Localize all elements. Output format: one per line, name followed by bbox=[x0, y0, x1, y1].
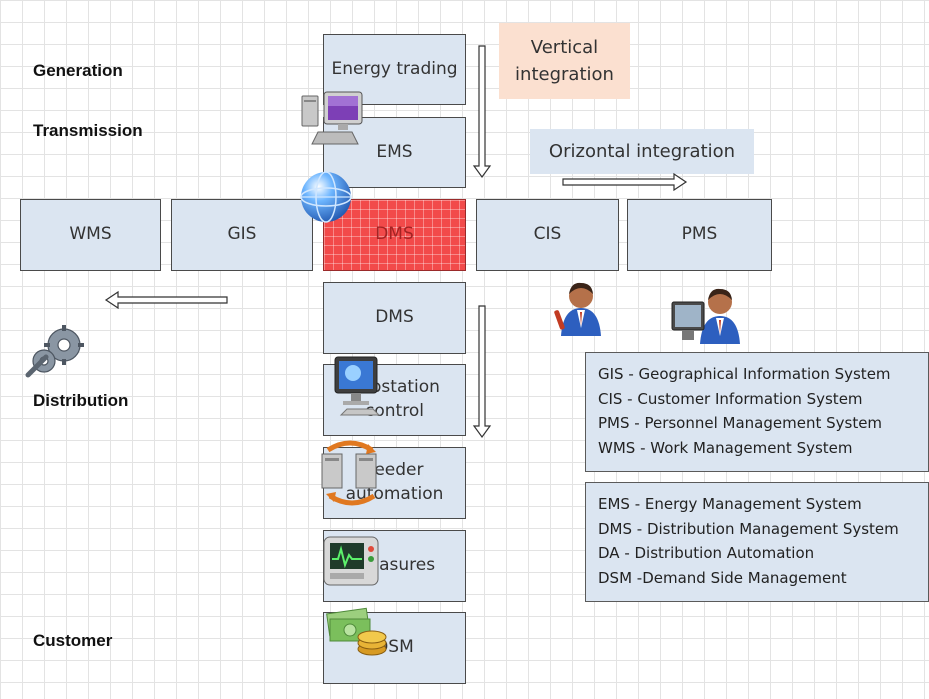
box-dms-highlight: DMS bbox=[323, 199, 466, 271]
monitor-icon bbox=[334, 356, 381, 416]
globe-icon bbox=[300, 171, 352, 223]
box-cis: CIS bbox=[476, 199, 619, 271]
box-pms: PMS bbox=[627, 199, 772, 271]
vertical-arrow-bottom bbox=[472, 305, 492, 439]
legend-item: CIS - Customer Information System bbox=[598, 389, 863, 408]
box-energy-trading: Energy trading bbox=[323, 34, 466, 105]
money-icon bbox=[326, 607, 387, 656]
level-customer: Customer bbox=[33, 631, 113, 650]
legend-item: DA - Distribution Automation bbox=[598, 544, 815, 562]
person-icon bbox=[554, 282, 601, 336]
box-wms: WMS bbox=[20, 199, 161, 271]
gears-icon bbox=[25, 325, 84, 378]
legend-bottom: EMS - Energy Management System DMS - Dis… bbox=[585, 482, 929, 602]
vertical-arrow-top bbox=[472, 45, 492, 179]
box-dms: DMS bbox=[323, 282, 466, 354]
meter-icon bbox=[323, 536, 379, 586]
horizontal-arrow-right bbox=[562, 172, 688, 192]
horizontal-integration-label: Orizontal integration bbox=[530, 129, 754, 174]
legend-top: GIS - Geographical Information System CI… bbox=[585, 352, 929, 472]
legend-item: DMS - Distribution Management System bbox=[598, 519, 899, 538]
legend-item: EMS - Energy Management System bbox=[598, 495, 862, 513]
legend-item: PMS - Personnel Management System bbox=[598, 414, 883, 432]
level-distribution: Distribution bbox=[33, 391, 129, 410]
box-gis: GIS bbox=[171, 199, 313, 271]
person-computer-icon bbox=[671, 288, 740, 344]
servers-sync-icon bbox=[321, 440, 377, 506]
level-generation: Generation bbox=[33, 61, 123, 80]
legend-item: WMS - Work Management System bbox=[598, 438, 853, 457]
vertical-integration-label: Vertical integration bbox=[499, 23, 630, 99]
horizontal-arrow-left bbox=[104, 290, 228, 310]
legend-item: GIS - Geographical Information System bbox=[598, 365, 891, 383]
computer-icon bbox=[301, 91, 363, 145]
level-transmission: Transmission bbox=[33, 121, 143, 140]
legend-item: DSM -Demand Side Management bbox=[598, 568, 847, 587]
